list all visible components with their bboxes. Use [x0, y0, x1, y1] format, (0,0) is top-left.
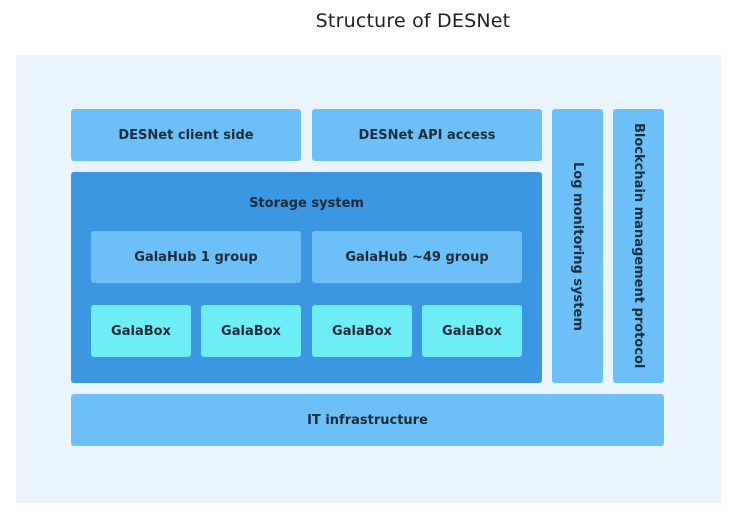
- it-infrastructure-box: IT infrastructure: [71, 394, 664, 446]
- diagram-title: Structure of DESNet: [315, 10, 511, 32]
- galabox-4-label: GalaBox: [442, 323, 502, 339]
- client-side-label: DESNet client side: [118, 127, 254, 143]
- galabox-3-label: GalaBox: [332, 323, 392, 339]
- galahub-group-49-box: GalaHub ~49 group: [312, 231, 522, 283]
- galabox-1-label: GalaBox: [111, 323, 171, 339]
- galabox-3: GalaBox: [312, 305, 412, 357]
- storage-system-label: Storage system: [249, 196, 364, 211]
- log-monitoring-label: Log monitoring system: [570, 161, 585, 331]
- api-access-label: DESNet API access: [358, 127, 496, 143]
- blockchain-protocol-box: Blockchain management protocol: [613, 109, 664, 383]
- client-side-box: DESNet client side: [71, 109, 301, 161]
- galahub-group-1-box: GalaHub 1 group: [91, 231, 301, 283]
- galabox-2-label: GalaBox: [221, 323, 281, 339]
- galabox-1: GalaBox: [91, 305, 191, 357]
- galabox-4: GalaBox: [422, 305, 522, 357]
- galabox-2: GalaBox: [201, 305, 301, 357]
- blockchain-protocol-label: Blockchain management protocol: [631, 123, 646, 369]
- api-access-box: DESNet API access: [312, 109, 542, 161]
- galahub-group-49-label: GalaHub ~49 group: [345, 249, 489, 265]
- it-infrastructure-label: IT infrastructure: [307, 412, 428, 428]
- galahub-group-1-label: GalaHub 1 group: [134, 249, 258, 265]
- log-monitoring-box: Log monitoring system: [552, 109, 603, 383]
